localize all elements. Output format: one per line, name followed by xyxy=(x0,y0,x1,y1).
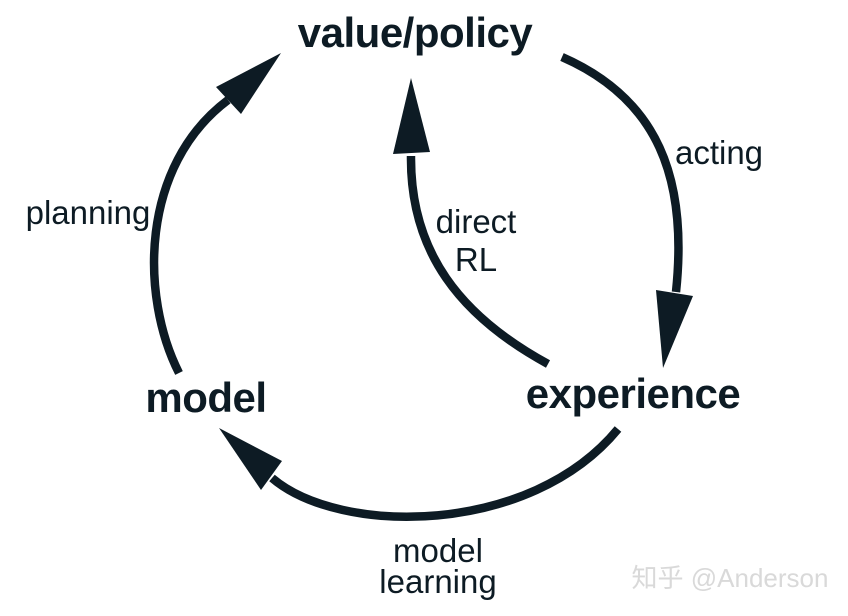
arrow-direct-rl-shaft xyxy=(406,155,551,368)
edge-label-model-learning: model learning xyxy=(379,532,497,600)
edge-label-model-learning-line1: model xyxy=(393,532,483,569)
arrow-acting xyxy=(560,53,693,368)
arrow-acting-head-icon xyxy=(656,290,693,368)
edge-label-direct-rl-line2: RL xyxy=(454,241,498,278)
arrow-planning-shaft xyxy=(149,96,231,375)
arrow-acting-shaft xyxy=(560,53,683,293)
arrow-direct-rl-head-icon xyxy=(393,78,430,154)
arrow-model-learning-head-icon xyxy=(219,428,282,490)
arrow-planning xyxy=(149,53,281,375)
edge-label-acting: acting xyxy=(674,134,764,171)
arrow-planning-head-icon xyxy=(216,53,281,114)
watermark: 知乎 @Anderson xyxy=(631,563,829,593)
edge-label-direct-rl-line1: direct xyxy=(435,203,517,240)
node-model: model xyxy=(145,374,267,421)
node-experience: experience xyxy=(525,370,741,417)
edge-label-planning: planning xyxy=(25,194,151,231)
arrow-model-learning xyxy=(219,426,622,522)
node-value-policy: value/policy xyxy=(297,9,533,56)
edge-label-direct-rl: direct RL xyxy=(436,203,517,279)
edge-label-model-learning-line2: learning xyxy=(379,563,497,600)
arrow-model-learning-shaft xyxy=(269,426,622,522)
arrow-direct-rl xyxy=(393,78,551,368)
